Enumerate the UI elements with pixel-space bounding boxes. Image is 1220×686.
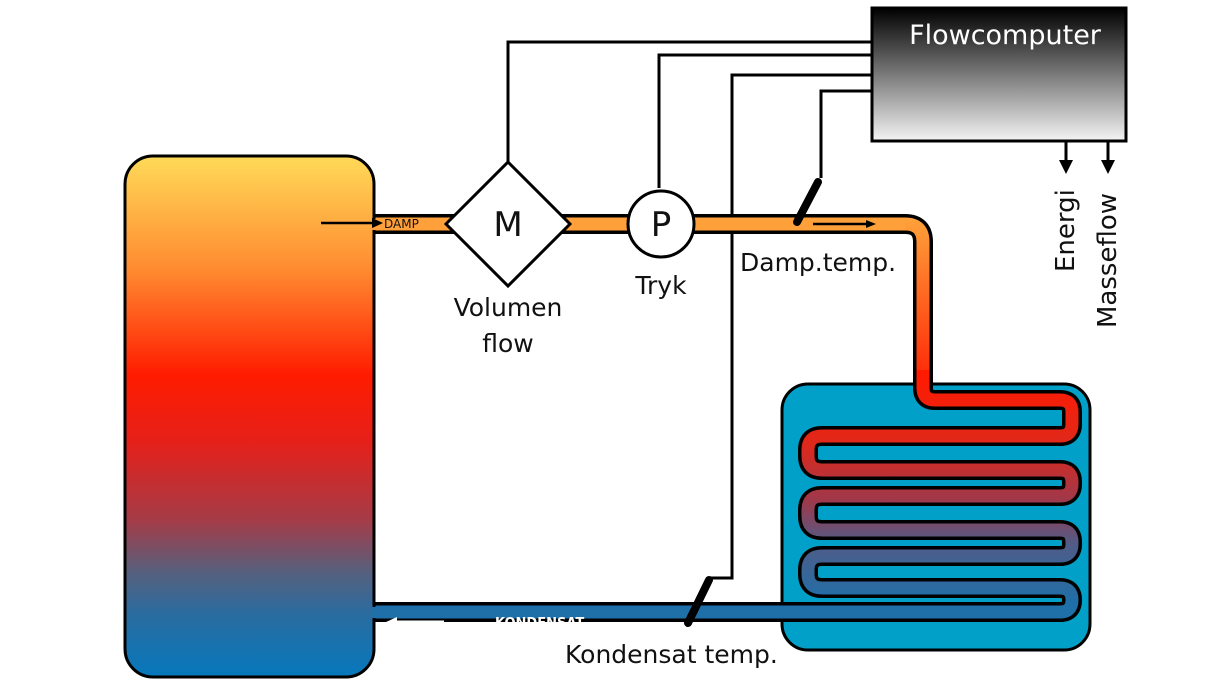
arrow-down-icon: [1101, 160, 1115, 174]
condensate-temp-label: Kondensat temp.: [565, 640, 778, 669]
output-massflow-label: Masseflow: [1093, 193, 1123, 328]
flowcomputer: Flowcomputer: [870, 6, 1128, 143]
wire-volume-meter: [506, 40, 872, 162]
flowcomputer-label: Flowcomputer: [909, 20, 1102, 51]
heat-exchanger: [372, 370, 1092, 652]
wire-pressure: [657, 53, 872, 188]
steam-temp-sensor: [793, 178, 822, 226]
condensate-pipe-label: KONDENSAT: [495, 616, 584, 631]
wire-condensate-temp: [707, 73, 872, 580]
arrow-down-icon: [1059, 160, 1073, 174]
exchanger-coil: [372, 370, 1079, 619]
pressure-transmitter: P: [626, 189, 696, 259]
steam-pipe-label: DAMP: [384, 217, 419, 231]
volume-flow-label-line2: flow: [482, 329, 534, 358]
signal-wires: [506, 40, 872, 580]
volume-meter-symbol: M: [493, 205, 522, 245]
arrow-left-icon: [386, 617, 397, 627]
volume-flow-meter: M: [443, 159, 573, 289]
steam-inlet-arrow: [321, 218, 383, 228]
arrow-right-icon: [866, 220, 876, 228]
condensate-return-arrow: [386, 617, 444, 627]
output-energy-label: Energi: [1051, 189, 1081, 272]
steam-temp-label: Damp.temp.: [740, 248, 896, 277]
output-arrows: [1059, 141, 1115, 174]
flow-direction-arrow: [813, 220, 876, 228]
wire-steam-temp: [819, 89, 872, 178]
volume-flow-label-line1: Volumen: [454, 293, 563, 322]
arrow-right-icon: [372, 218, 383, 228]
condensate-temp-sensor: [684, 576, 713, 627]
pressure-label: Tryk: [634, 271, 687, 300]
storage-tank: [123, 154, 378, 679]
pressure-symbol: P: [651, 205, 672, 245]
